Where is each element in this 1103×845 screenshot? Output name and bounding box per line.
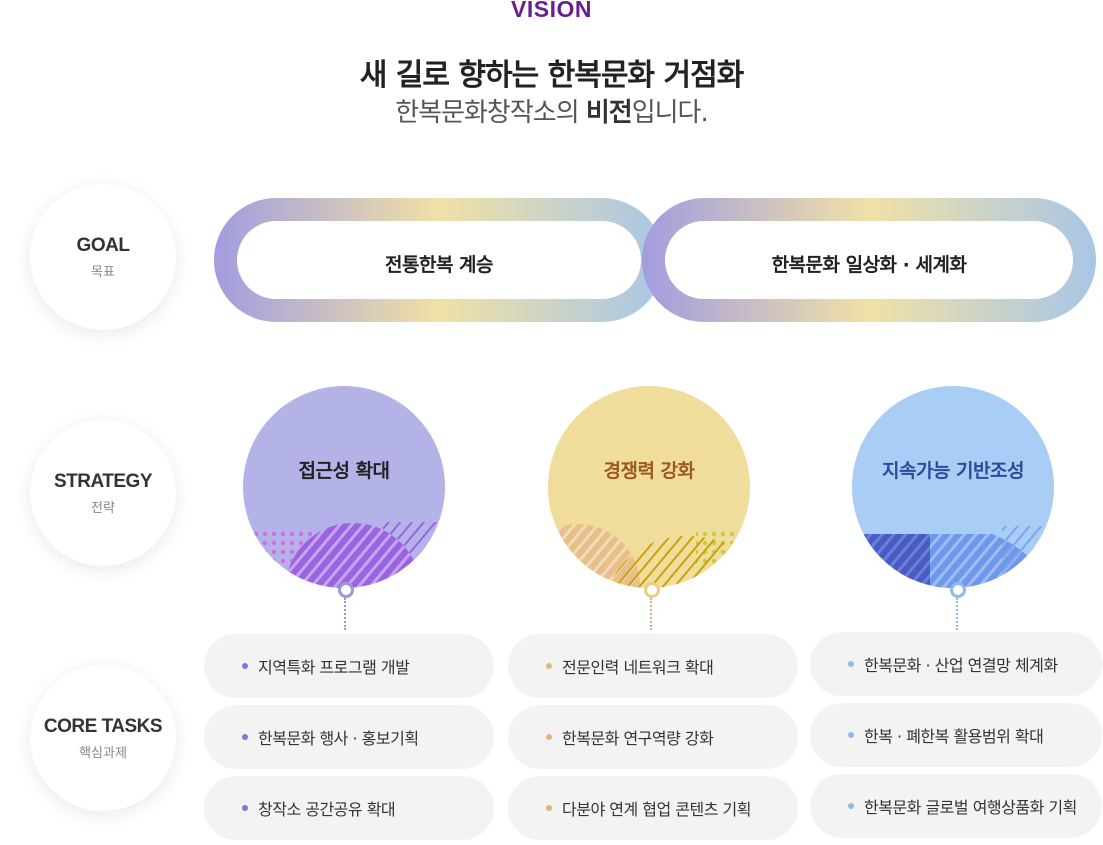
- task-3-2-label: 한복 · 폐한복 활용범위 확대: [864, 727, 1044, 746]
- goal-item-1: 전통한복 계승: [385, 254, 494, 276]
- vision-eyebrow: VISION: [511, 0, 592, 22]
- strategy-connector-3: [956, 598, 958, 630]
- core-tasks-row-circle: CORE TASKS 핵심과제: [30, 665, 176, 811]
- task-3-3: 한복문화 글로벌 여행상품화 기획: [810, 774, 1102, 838]
- bullet-icon: [242, 734, 248, 740]
- task-3-2: 한복 · 폐한복 활용범위 확대: [810, 703, 1102, 767]
- task-2-3-label: 다분야 연계 협업 콘텐츠 기획: [562, 800, 751, 819]
- strategy-circle-3: 지속가능 기반조성: [852, 386, 1054, 588]
- strategy-node-2: [644, 582, 660, 598]
- bullet-icon: [848, 803, 854, 809]
- task-3-1: 한복문화 · 산업 연결망 체계화: [810, 632, 1102, 696]
- goal-pills-graphic: [214, 198, 1096, 322]
- strategy-label-3: 지속가능 기반조성: [882, 460, 1024, 482]
- task-3-1-label: 한복문화 · 산업 연결망 체계화: [864, 656, 1058, 675]
- task-2-2-label: 한복문화 연구역량 강화: [562, 729, 714, 748]
- task-2-3: 다분야 연계 협업 콘텐츠 기획: [508, 776, 798, 840]
- task-1-2: 한복문화 행사 · 홍보기획: [204, 705, 494, 769]
- strategy-row-circle: STRATEGY 전략: [30, 420, 176, 566]
- page-title: 새 길로 향하는 한복문화 거점화: [359, 58, 745, 93]
- task-2-2: 한복문화 연구역량 강화: [508, 705, 798, 769]
- task-2-1: 전문인력 네트워크 확대: [508, 634, 798, 698]
- bullet-icon: [546, 805, 552, 811]
- subtitle-pre: 한복문화창작소의: [395, 98, 586, 128]
- subtitle-post: 입니다.: [631, 98, 709, 128]
- strategy-circle-2: 경쟁력 강화: [548, 386, 750, 588]
- bullet-icon: [848, 732, 854, 738]
- strategy-row-en: STRATEGY: [53, 470, 153, 492]
- task-1-1: 지역특화 프로그램 개발: [204, 634, 494, 698]
- strategy-node-3: [950, 582, 966, 598]
- strategy-circle-3-graphic: [852, 386, 1054, 588]
- task-2-1-label: 전문인력 네트워크 확대: [562, 658, 714, 677]
- core-tasks-row-ko: 핵심과제: [79, 745, 127, 761]
- bullet-icon: [242, 805, 248, 811]
- task-3-3-label: 한복문화 글로벌 여행상품화 기획: [864, 798, 1077, 817]
- strategy-row-ko: 전략: [91, 500, 115, 516]
- bullet-icon: [546, 663, 552, 669]
- bullet-icon: [546, 734, 552, 740]
- strategy-circle-2-graphic: [548, 386, 750, 588]
- task-1-3: 창작소 공간공유 확대: [204, 776, 494, 840]
- strategy-node-1: [338, 582, 354, 598]
- strategy-label-1: 접근성 확대: [298, 460, 390, 482]
- goal-row-en: GOAL: [76, 234, 130, 256]
- task-1-2-label: 한복문화 행사 · 홍보기획: [258, 729, 419, 748]
- strategy-circle-1: 접근성 확대: [243, 386, 445, 588]
- strategy-connector-2: [650, 598, 652, 630]
- goal-row-ko: 목표: [91, 264, 115, 280]
- task-1-1-label: 지역특화 프로그램 개발: [258, 658, 410, 677]
- goal-item-2: 한복문화 일상화 · 세계화: [771, 254, 967, 276]
- bullet-icon: [242, 663, 248, 669]
- goal-row-circle: GOAL 목표: [30, 184, 176, 330]
- subtitle-bold: 비전: [585, 98, 633, 128]
- strategy-label-2: 경쟁력 강화: [603, 460, 695, 482]
- strategy-connector-1: [344, 598, 346, 630]
- strategy-circle-1-graphic: [243, 386, 445, 588]
- bullet-icon: [848, 661, 854, 667]
- page-subtitle: 한복문화창작소의 비전입니다.: [0, 92, 1103, 129]
- core-tasks-row-en: CORE TASKS: [43, 715, 163, 737]
- task-1-3-label: 창작소 공간공유 확대: [258, 800, 396, 819]
